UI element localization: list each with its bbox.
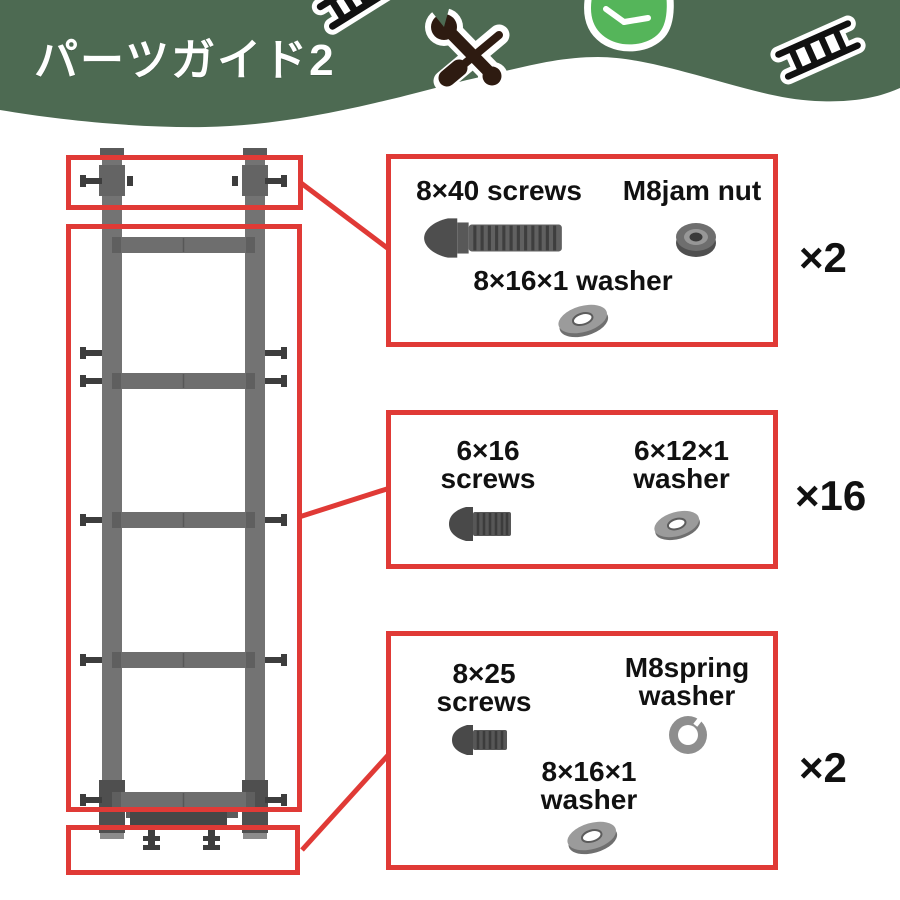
ladder-icon: [311, 0, 399, 35]
quantity-badge: ×2: [799, 234, 847, 281]
label-line: screws: [440, 463, 536, 494]
screw-8x25-icon: [452, 725, 507, 755]
screw-6x16-icon: [449, 507, 511, 541]
quantity-badge: ×2: [799, 744, 847, 791]
label-line: screws: [436, 686, 532, 717]
part-label-8x40-screws: 8×40 screws: [416, 175, 582, 206]
part-label-6x12x1-washer: 6×12×1 washer: [599, 437, 764, 493]
parts-box-middle: 6×16 screws 6×12×1 washer: [386, 410, 778, 569]
m8-jam-nut-icon: [676, 223, 716, 257]
parts-box-top: 8×40 screws M8jam nut 8×16×1 washer: [386, 154, 778, 347]
wrench-screwdriver-icon: [424, 0, 510, 92]
label-line: 8×25: [452, 658, 516, 689]
callout-bottom-area: [66, 825, 300, 875]
page-title: パーツガイド2: [34, 36, 336, 85]
header-banner: パーツガイド2: [0, 0, 900, 132]
label-line: washer: [638, 680, 736, 711]
leader-lines: [298, 181, 392, 852]
label-line: 8×16×1: [541, 756, 637, 787]
clock-icon: [584, 0, 674, 52]
part-label-8x16x1-washer: 8×16×1 washer: [503, 758, 675, 814]
label-line: M8spring: [624, 652, 750, 683]
part-label-6x16-screws: 6×16 screws: [413, 437, 563, 493]
parts-box-bottom: 8×25 screws M8spring washer 8×16×1 washe…: [386, 631, 778, 870]
ladder-rungs: [112, 237, 255, 808]
ladder-icon: [770, 15, 866, 85]
label-line: washer: [540, 784, 638, 815]
washer-8x16x1-icon: [567, 821, 618, 855]
m8-spring-washer-icon: [669, 716, 707, 754]
label-line: 6×16: [456, 435, 520, 466]
washer-8x16x1-icon: [558, 304, 609, 338]
screw-8x40-icon: [424, 218, 562, 258]
callout-top-area: [66, 155, 303, 210]
part-label-m8-spring-washer: M8spring washer: [601, 654, 773, 710]
label-line: 6×12×1: [634, 435, 729, 466]
part-label-m8-jam-nut: M8jam nut: [622, 175, 762, 206]
part-label-8x16x1-washer: 8×16×1 washer: [473, 265, 673, 296]
ladder-bolts: [80, 175, 287, 806]
part-label-8x25-screws: 8×25 screws: [409, 660, 559, 716]
label-line: washer: [633, 463, 730, 494]
washer-6x12x1-icon: [654, 510, 700, 541]
quantity-badge: ×16: [795, 472, 867, 519]
